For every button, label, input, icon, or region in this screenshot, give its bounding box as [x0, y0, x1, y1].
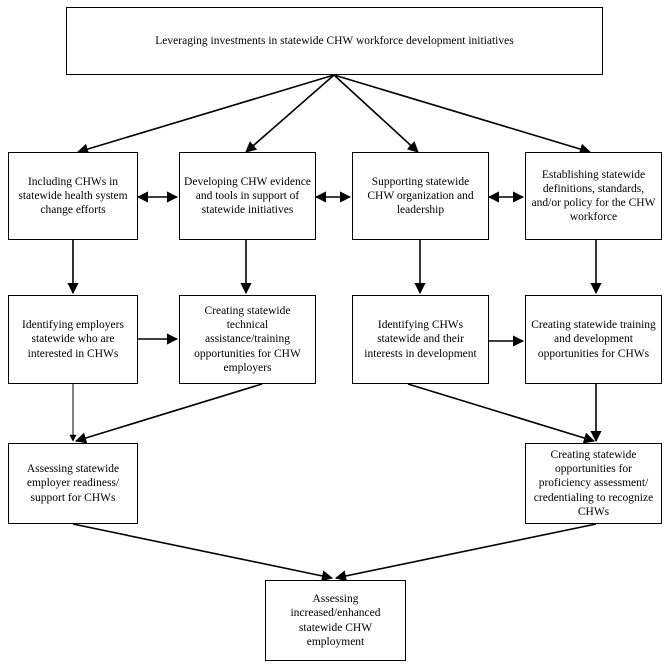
node-bottom: Assessing increased/enhanced statewide C… — [265, 580, 406, 661]
node-c1-label: Assessing statewide employer readiness/ … — [26, 463, 120, 504]
node-a2-label: Developing CHW evidence and tools in sup… — [184, 175, 311, 216]
edge-b2-to-c1 — [74, 383, 263, 444]
edge-top-to-a1 — [76, 74, 335, 155]
node-a3-label: Supporting statewide CHW organization an… — [367, 175, 474, 216]
node-a1: Including CHWs in statewide health syste… — [8, 152, 138, 240]
node-bottom-label: Assessing increased/enhanced statewide C… — [290, 593, 381, 648]
edge-c1-to-bottom — [72, 523, 334, 582]
node-c2: Creating statewide opportunities for pro… — [525, 443, 662, 524]
node-a3: Supporting statewide CHW organization an… — [352, 152, 489, 240]
node-top: Leveraging investments in statewide CHW … — [66, 7, 603, 75]
edge-c2-to-bottom — [334, 523, 597, 582]
node-a2: Developing CHW evidence and tools in sup… — [179, 152, 316, 240]
node-b2-label: Creating statewide technical assistance/… — [194, 305, 301, 374]
edge-top-to-a4 — [333, 74, 592, 155]
node-b3-label: Identifying CHWs statewide and their int… — [364, 319, 477, 360]
node-top-label: Leveraging investments in statewide CHW … — [155, 34, 514, 47]
node-b2: Creating statewide technical assistance/… — [179, 295, 316, 384]
node-a1-label: Including CHWs in statewide health syste… — [18, 175, 128, 216]
node-b1: Identifying employers statewide who are … — [8, 295, 138, 384]
node-b3: Identifying CHWs statewide and their int… — [352, 295, 489, 384]
node-c2-label: Creating statewide opportunities for pro… — [533, 449, 654, 518]
edge-top-to-a3 — [333, 74, 419, 153]
node-a4-label: Establishing statewide definitions, stan… — [531, 168, 656, 224]
node-b4-label: Creating statewide training and developm… — [531, 319, 656, 360]
edge-top-to-a2 — [245, 74, 335, 153]
edge-b3-to-c2 — [407, 383, 596, 444]
node-b1-label: Identifying employers statewide who are … — [22, 319, 124, 360]
node-a4: Establishing statewide definitions, stan… — [525, 152, 662, 240]
node-b4: Creating statewide training and developm… — [525, 295, 662, 384]
node-c1: Assessing statewide employer readiness/ … — [8, 443, 138, 524]
